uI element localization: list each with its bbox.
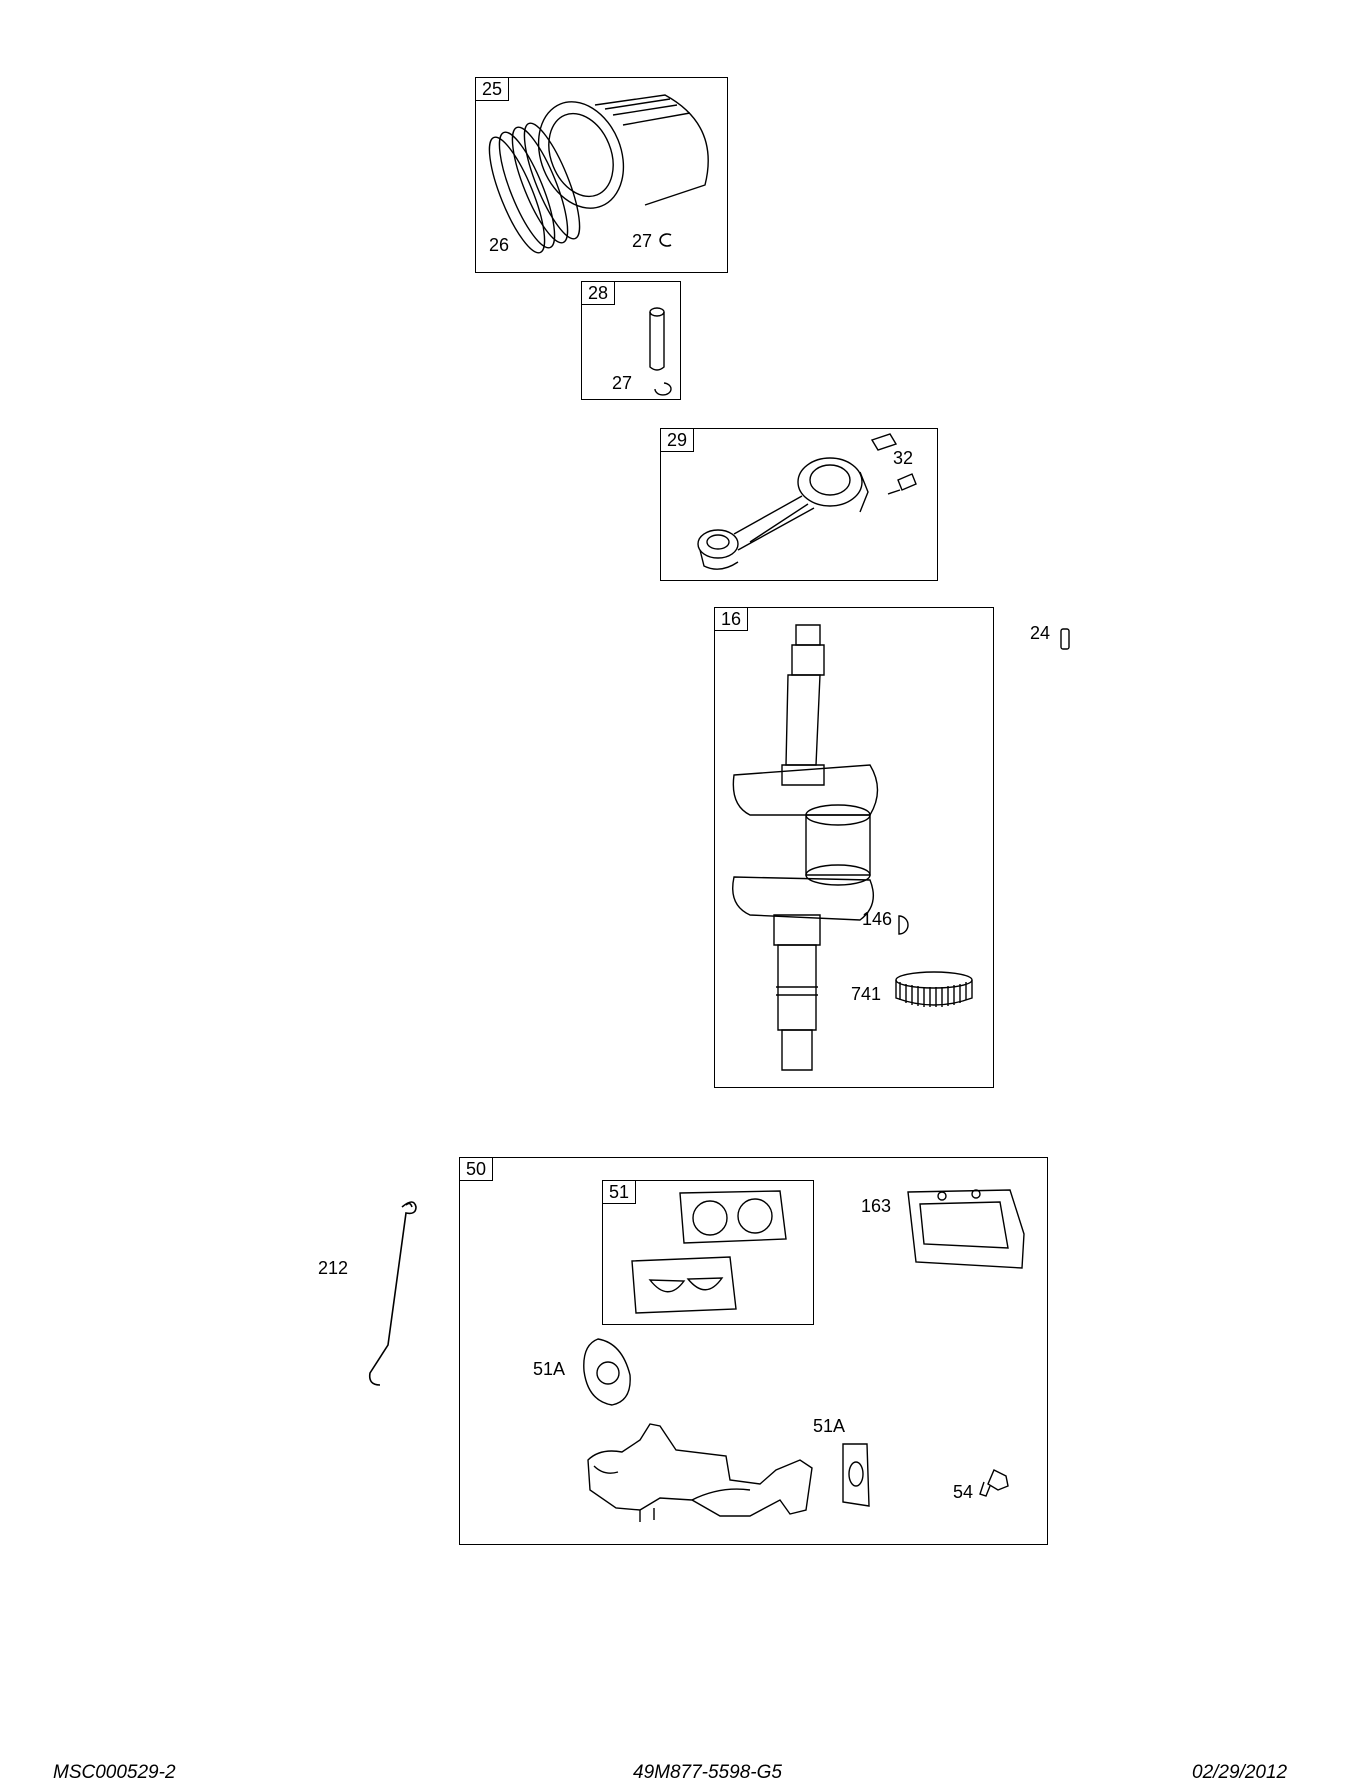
label-51a: 51A bbox=[533, 1359, 566, 1379]
label-54: 54 bbox=[953, 1482, 974, 1502]
label-51a: 51A bbox=[813, 1416, 846, 1436]
connecting-rod-illustration bbox=[690, 432, 930, 577]
footer-model-number: 49M877-5598-G5 bbox=[633, 1762, 782, 1783]
label-27: 27 bbox=[612, 373, 633, 393]
label-24: 24 bbox=[1030, 623, 1051, 643]
key-icon bbox=[1059, 627, 1071, 651]
label-741: 741 bbox=[851, 984, 882, 1004]
label-26: 26 bbox=[489, 235, 510, 255]
footer-document-id: MSC000529-2 bbox=[53, 1762, 176, 1783]
circlip-icon bbox=[655, 232, 675, 248]
callout-number-51: 51 bbox=[603, 1181, 637, 1204]
intake-manifold-illustration bbox=[580, 1420, 820, 1530]
crankshaft-illustration bbox=[720, 615, 870, 1080]
exhaust-gasket-illustration bbox=[900, 1182, 1030, 1272]
callout-number-50: 50 bbox=[460, 1158, 494, 1181]
label-212: 212 bbox=[318, 1258, 349, 1278]
governor-rod-illustration bbox=[358, 1195, 428, 1395]
label-27: 27 bbox=[632, 231, 653, 251]
wrist-pin-illustration bbox=[645, 305, 669, 395]
callout-box-16: 16 bbox=[714, 607, 994, 1088]
carb-gasket-illustration bbox=[578, 1335, 638, 1410]
callout-number-25: 25 bbox=[476, 78, 510, 101]
label-32: 32 bbox=[893, 448, 914, 468]
gear-icon bbox=[890, 970, 980, 1010]
intake-gaskets-illustration bbox=[620, 1185, 810, 1320]
footer-date: 02/29/2012 bbox=[1192, 1762, 1288, 1783]
callout-box-28: 28 bbox=[581, 281, 681, 400]
label-146: 146 bbox=[862, 909, 893, 929]
callout-number-29: 29 bbox=[661, 429, 695, 452]
callout-box-50: 50 bbox=[459, 1157, 1048, 1545]
woodruff-key-icon bbox=[895, 914, 911, 936]
piston-illustration bbox=[495, 85, 725, 270]
callout-number-16: 16 bbox=[715, 608, 749, 631]
callout-number-28: 28 bbox=[582, 282, 616, 305]
flange-gasket-illustration bbox=[835, 1440, 875, 1510]
callout-box-25: 25 bbox=[475, 77, 728, 273]
label-163: 163 bbox=[861, 1196, 892, 1216]
callout-box-29: 29 bbox=[660, 428, 938, 581]
callout-box-51: 51 bbox=[602, 1180, 814, 1325]
bolt-icon bbox=[978, 1466, 1012, 1500]
